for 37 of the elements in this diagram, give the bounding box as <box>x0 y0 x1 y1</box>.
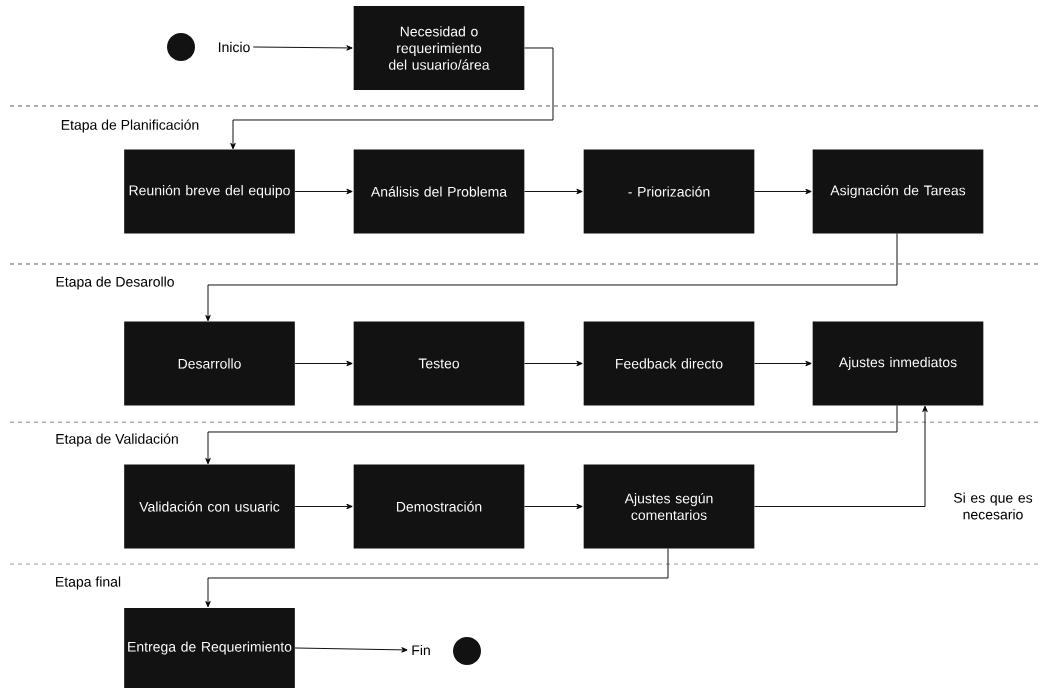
stage-label: Etapa final <box>56 576 121 590</box>
arrow <box>205 405 898 465</box>
stage-label: Etapa de Validación <box>56 433 178 447</box>
arrow <box>294 360 353 367</box>
arrow <box>524 503 583 510</box>
process-box: Ajustes según comentarios <box>583 464 755 549</box>
process-box: Entrega de Requerimiento <box>124 608 295 688</box>
arrow <box>294 647 408 653</box>
terminal-dot <box>453 637 481 665</box>
process-box: Demostración <box>353 464 525 549</box>
process-box: Ajustes inmediatos <box>812 321 984 406</box>
stage-label: Etapa de Desarollo <box>56 276 174 290</box>
process-box: Validación con usuaric <box>124 464 295 549</box>
terminal-label: Fin <box>412 644 430 656</box>
arrow <box>754 360 812 367</box>
arrow <box>524 188 583 195</box>
process-box: Análisis del Problema <box>353 149 525 234</box>
edge-label: Si es que es necesario <box>947 491 1039 521</box>
process-box: Necesidad o requerimiento del usuario/área <box>353 6 525 90</box>
arrow <box>230 47 554 150</box>
process-box: Feedback directo <box>583 321 755 406</box>
process-box: Asignación de Tareas <box>812 149 984 234</box>
arrow <box>294 503 353 510</box>
stage-label: Etapa de Planificación <box>61 119 199 133</box>
arrow <box>252 45 353 51</box>
process-box: - Priorización <box>583 149 755 234</box>
arrow <box>754 405 928 507</box>
terminal-dot <box>167 33 195 61</box>
arrow <box>754 188 812 195</box>
arrow <box>524 360 583 367</box>
arrow <box>205 233 898 322</box>
arrow <box>205 548 669 608</box>
process-box: Testeo <box>353 321 525 406</box>
process-box: Desarrollo <box>124 321 295 406</box>
arrow <box>294 188 353 195</box>
process-box: Reunión breve del equipo <box>124 149 295 234</box>
terminal-label: Inicio <box>218 41 250 53</box>
